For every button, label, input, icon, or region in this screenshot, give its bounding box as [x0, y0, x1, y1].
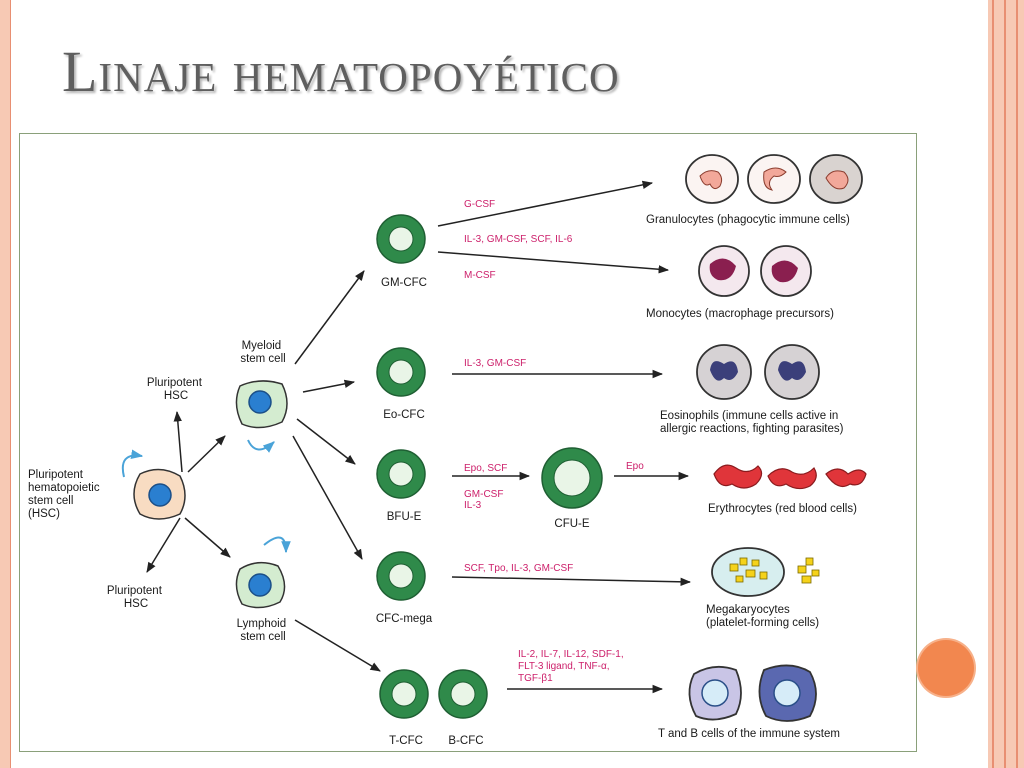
output-eosinophils: Eosinophils (immune cells active in alle…	[660, 410, 844, 435]
lymphoid-label: Lymphoid stem cell	[237, 618, 290, 643]
output-monocytes: Monocytes (macrophage precursors)	[646, 308, 834, 320]
output-tb-cells: T and B cells of the immune system	[658, 728, 840, 740]
slide-title: Linaje hematopoyético	[62, 39, 620, 104]
bfu-e-label: BFU-E	[387, 511, 422, 523]
factor-eo: IL-3, GM-CSF	[464, 358, 526, 369]
factor-epo: Epo	[626, 461, 644, 472]
b-cfc-label: B-CFC	[448, 735, 483, 747]
lineage-diagram: Pluripotent hematopoietic stem cell (HSC…	[28, 154, 867, 747]
decor-line	[992, 0, 994, 768]
pluripotent-hsc-top-label: Pluripotent HSC	[147, 377, 205, 402]
left-decor-band	[0, 0, 10, 768]
factor-lymph: IL-2, IL-7, IL-12, SDF-1, FLT-3 ligand, …	[518, 649, 626, 684]
t-cfc-label: T-CFC	[389, 735, 423, 747]
factor-bfu2: GM-CSF IL-3	[464, 489, 506, 511]
cfc-mega-label: CFC-mega	[376, 613, 433, 625]
output-erythrocytes: Erythrocytes (red blood cells)	[708, 503, 857, 515]
decor-line	[10, 0, 11, 768]
right-decor-band	[988, 0, 1024, 768]
eo-cfc-label: Eo-CFC	[383, 409, 425, 421]
output-granulocytes: Granulocytes (phagocytic immune cells)	[646, 214, 850, 226]
decor-line	[1016, 0, 1018, 768]
erythrocyte-cells	[713, 464, 867, 490]
output-megakaryocytes: Megakaryocytes (platelet-forming cells)	[706, 604, 819, 629]
decor-line	[1004, 0, 1006, 768]
factor-gcsf: G-CSF	[464, 199, 495, 210]
lymphoid-stem-cell	[235, 561, 286, 609]
pluripotent-hsc-bottom-label: Pluripotent HSC	[107, 585, 165, 610]
factor-mega: SCF, Tpo, IL-3, GM-CSF	[464, 563, 573, 574]
cfu-e-label: CFU-E	[554, 518, 589, 530]
t-b-cells	[688, 664, 817, 722]
factor-bfu1: Epo, SCF	[464, 463, 507, 474]
progenitor-cells	[376, 214, 603, 719]
factor-gm-line: IL-3, GM-CSF, SCF, IL-6	[464, 234, 573, 245]
lineage-arrows	[146, 180, 692, 694]
eosinophil-cells	[696, 344, 820, 400]
factor-mcsf: M-CSF	[464, 270, 496, 281]
hematopoiesis-figure: Pluripotent hematopoietic stem cell (HSC…	[19, 133, 917, 752]
progenitor-nuclei	[388, 226, 591, 707]
self-renewal-arrows	[121, 439, 291, 554]
gm-cfc-label: GM-CFC	[381, 277, 427, 289]
granulocyte-cells	[685, 154, 863, 204]
myeloid-stem-cell	[235, 380, 288, 429]
monocyte-cells	[698, 245, 812, 297]
hsc-label: Pluripotent hematopoietic stem cell (HSC…	[28, 469, 103, 520]
megakaryocyte-cells	[711, 547, 820, 597]
myeloid-label: Myeloid stem cell	[240, 340, 285, 365]
hsc-cell	[133, 468, 186, 520]
decorative-orange-dot	[918, 640, 974, 696]
